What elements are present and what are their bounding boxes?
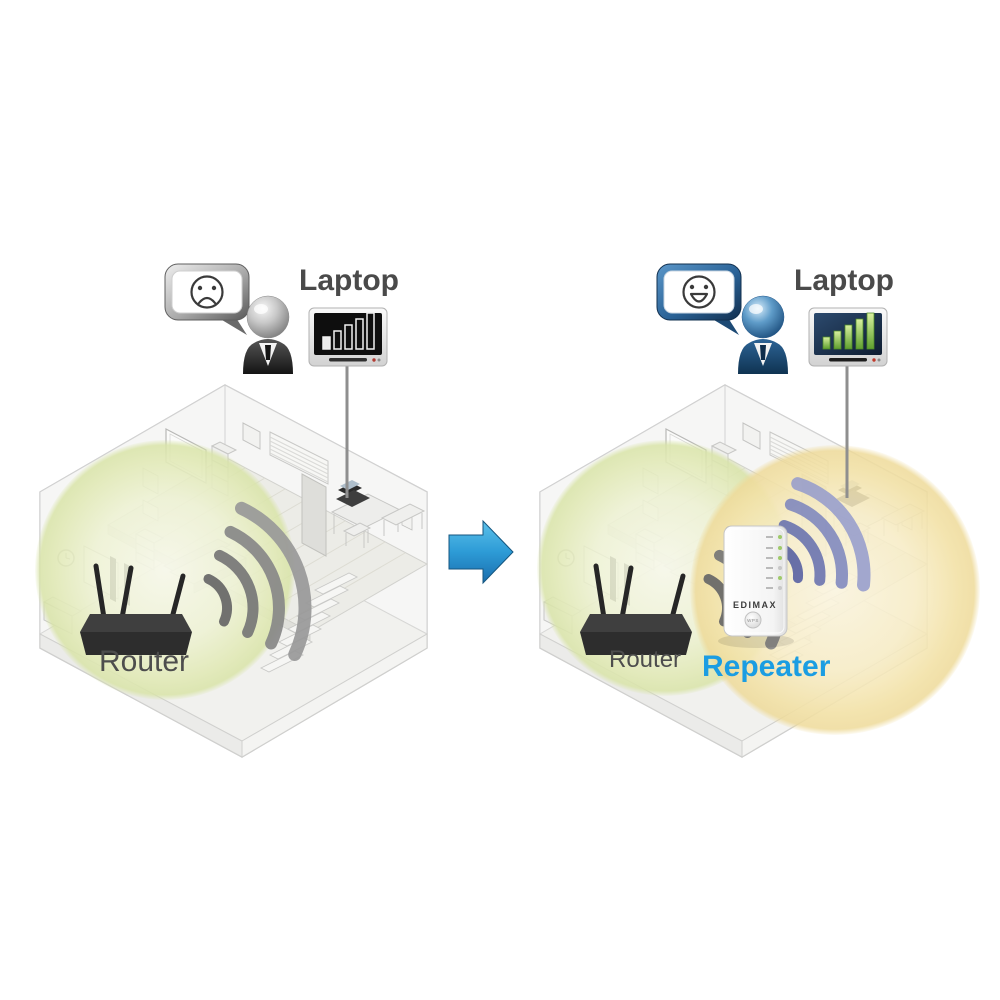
wps-button: WPS	[744, 611, 762, 629]
wps-button-label: WPS	[747, 618, 759, 623]
happy-face-icon	[682, 275, 716, 309]
router-label-before: Router	[99, 645, 189, 678]
repeater-coverage-circle	[690, 445, 980, 735]
signal-monitor-weak	[308, 307, 388, 367]
sad-face-icon	[190, 275, 224, 309]
person-blue	[738, 295, 788, 374]
signal-bars-strong	[822, 312, 875, 350]
person-gray	[243, 295, 293, 374]
repeater-device: EDIMAX WPS	[718, 525, 794, 648]
speech-bubble-sad	[164, 263, 250, 335]
signal-bars-weak	[322, 312, 375, 350]
scene-before: Router Laptop	[35, 263, 428, 758]
scene-after: EDIMAX WPS Router Repeater	[537, 263, 980, 758]
speech-bubble-happy	[656, 263, 742, 335]
repeater-brand-label: EDIMAX	[733, 600, 777, 610]
signal-monitor-strong	[808, 307, 888, 367]
repeater-led-panel	[766, 535, 782, 590]
router-wifi-arcs-icon	[203, 501, 312, 661]
laptop-label-after: Laptop	[794, 264, 894, 297]
repeater-label: Repeater	[702, 650, 831, 683]
router-label-after: Router	[609, 646, 681, 673]
laptop-label-before: Laptop	[299, 264, 399, 297]
arrow-right-icon	[448, 519, 514, 585]
